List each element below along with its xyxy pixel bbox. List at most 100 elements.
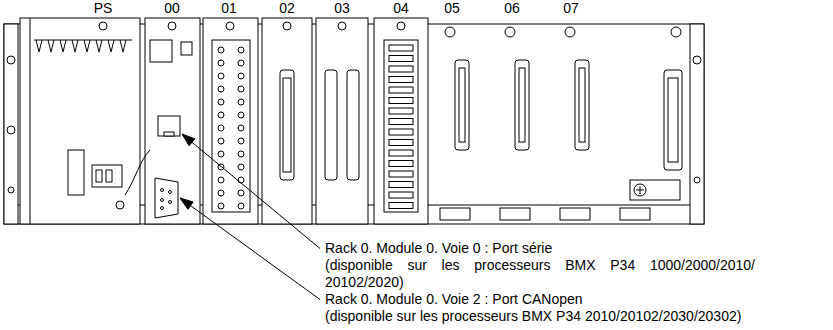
callout-note: (disponible sur les processeurs BMX P34 … xyxy=(325,257,755,291)
io-module xyxy=(238,60,244,66)
processor-module xyxy=(181,42,192,55)
callout-heading: Rack 0. Module 0. Voie 0 : Port série xyxy=(325,240,830,257)
io-module xyxy=(389,98,413,104)
io-module xyxy=(238,203,244,209)
io-module xyxy=(238,177,244,183)
slot-number: 01 xyxy=(209,1,249,16)
io-module xyxy=(203,18,428,224)
rack-backplane xyxy=(440,208,470,220)
io-module xyxy=(218,203,224,209)
io-module xyxy=(389,108,413,114)
io-module xyxy=(218,47,224,53)
io-module xyxy=(389,192,413,198)
io-module xyxy=(238,125,244,131)
leader-line xyxy=(191,142,320,299)
io-module xyxy=(218,138,224,144)
slot-number: 00 xyxy=(152,1,192,16)
io-module xyxy=(218,99,224,105)
io-module xyxy=(389,129,413,135)
io-module xyxy=(218,112,224,118)
power-supply-module xyxy=(30,18,31,224)
rack-backplane xyxy=(500,208,530,220)
rack-backplane xyxy=(693,56,701,64)
processor-module xyxy=(150,40,172,62)
slot-number: 07 xyxy=(551,1,591,16)
io-module xyxy=(218,151,224,157)
io-module xyxy=(389,203,413,209)
power-supply-module xyxy=(92,165,122,187)
rack-backplane xyxy=(7,56,15,64)
io-module xyxy=(397,22,405,30)
processor-module xyxy=(161,207,164,210)
processor-module xyxy=(164,132,174,136)
io-module xyxy=(283,22,291,30)
rack-backplane xyxy=(671,27,681,37)
io-module xyxy=(389,140,413,146)
power-supply-module xyxy=(48,40,54,52)
power-supply-module xyxy=(60,40,66,52)
rack-backplane xyxy=(560,208,590,220)
io-module xyxy=(325,70,337,180)
leader-line xyxy=(192,142,320,248)
callout-heading: Rack 0. Module 0. Voie 2 : Port CANopen xyxy=(325,291,830,308)
empty-slot-connector xyxy=(668,78,678,162)
io-module xyxy=(389,161,413,167)
rack-backplane xyxy=(445,27,455,37)
rack-backplane xyxy=(620,208,650,220)
power-supply-module xyxy=(96,170,102,182)
power-supply-module xyxy=(72,40,78,52)
slot-number: 05 xyxy=(432,1,472,16)
empty-slot-connector xyxy=(575,60,589,150)
power-supply-module xyxy=(116,201,124,209)
rack-backplane xyxy=(7,126,15,134)
io-module xyxy=(218,47,244,209)
processor-module xyxy=(168,22,176,30)
io-module xyxy=(238,190,244,196)
empty-slot-connector xyxy=(519,68,525,142)
power-supply-module xyxy=(96,40,102,52)
io-module xyxy=(389,66,413,72)
processor-module xyxy=(169,201,172,204)
power-supply-module xyxy=(99,22,107,30)
slot-number: 06 xyxy=(492,1,532,16)
rack-backplane xyxy=(4,24,18,224)
io-module xyxy=(262,18,312,224)
io-module xyxy=(389,171,413,177)
power-supply-module xyxy=(120,40,126,52)
processor-module xyxy=(155,178,178,218)
empty-slot-connector xyxy=(579,68,585,142)
power-supply-module xyxy=(106,170,112,182)
power-supply-module xyxy=(68,150,84,195)
power-supply-module xyxy=(84,40,90,52)
processor-module xyxy=(158,116,180,136)
slot-number: PS xyxy=(83,1,123,16)
arrowhead xyxy=(180,134,195,209)
io-module xyxy=(280,70,294,180)
io-module xyxy=(283,78,291,172)
arrowhead xyxy=(182,134,195,146)
rack-backplane xyxy=(505,27,515,37)
power-supply-module xyxy=(108,40,114,52)
empty-slot-connector xyxy=(664,70,682,170)
io-module xyxy=(238,86,244,92)
io-module xyxy=(218,190,224,196)
power-supply-module xyxy=(20,18,140,224)
io-module xyxy=(238,164,244,170)
empty-slot-connector xyxy=(459,68,465,142)
io-module xyxy=(238,112,244,118)
power-supply-module xyxy=(36,40,42,52)
io-module xyxy=(389,87,413,93)
power-supply-module xyxy=(34,40,132,41)
io-module xyxy=(389,182,413,188)
processor-module xyxy=(145,18,200,224)
processor-module xyxy=(169,191,172,194)
io-module xyxy=(238,73,244,79)
io-module xyxy=(384,40,418,212)
io-module xyxy=(218,73,224,79)
io-module xyxy=(316,18,368,224)
processor-module xyxy=(125,150,150,195)
empty-slot-connector xyxy=(630,180,680,200)
io-module xyxy=(218,86,224,92)
io-module xyxy=(338,22,346,30)
